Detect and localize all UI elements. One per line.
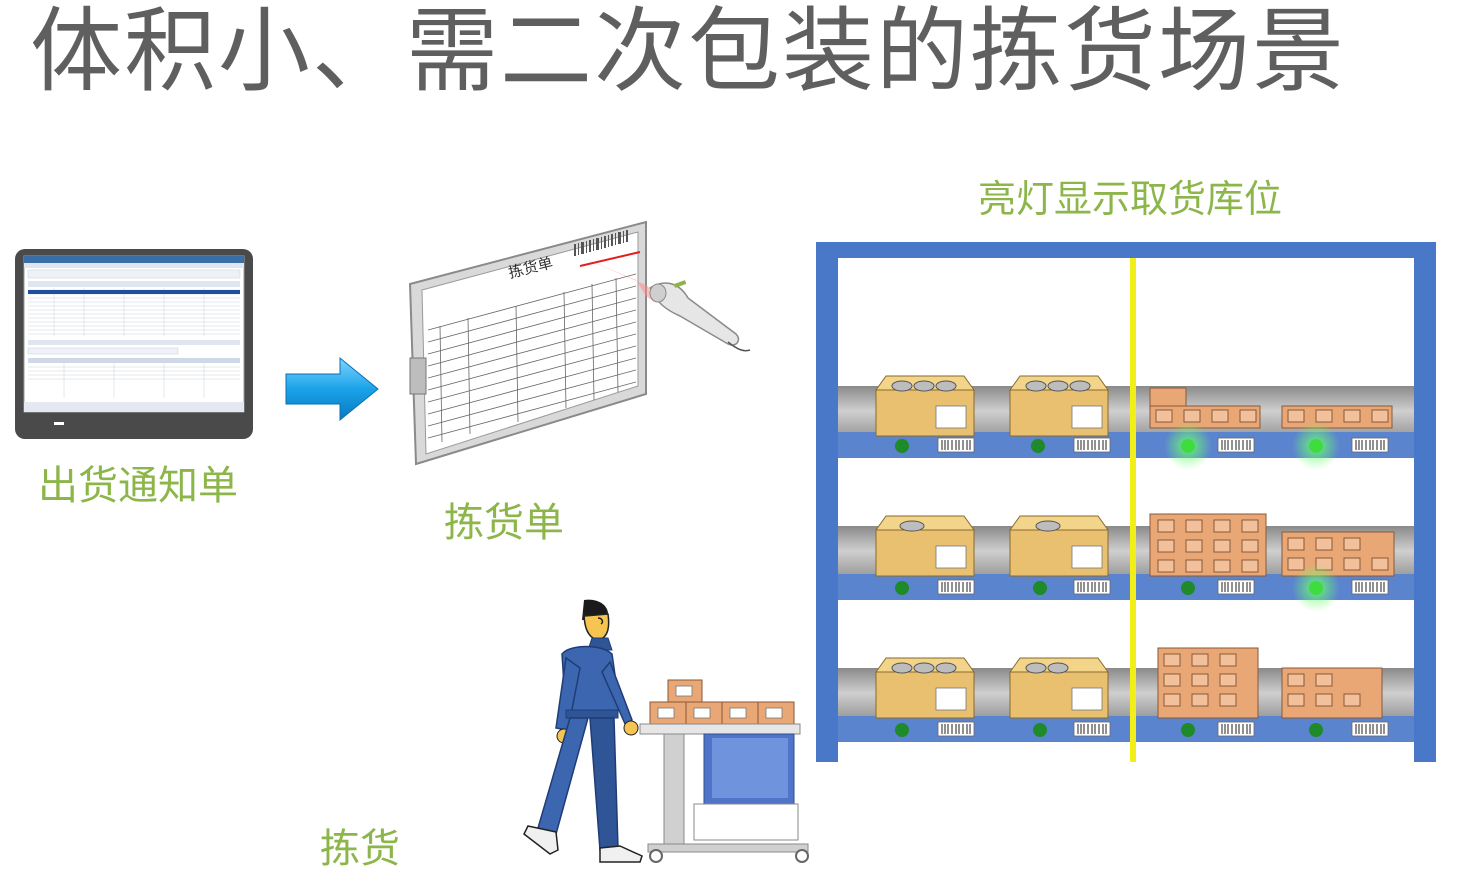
worker-icon bbox=[523, 599, 643, 863]
monitor-icon bbox=[15, 249, 253, 439]
pick-list-label: 拣货单 bbox=[444, 500, 564, 546]
page-title: 体积小、需二次包装的拣货场景 bbox=[30, 0, 1347, 105]
storage-rack-icon bbox=[816, 242, 1436, 762]
delivery-notice-label: 出货通知单 bbox=[38, 463, 238, 509]
pick-list-board-icon: 拣货单 bbox=[408, 220, 647, 466]
picking-cart-icon bbox=[639, 679, 809, 863]
arrow-right-icon bbox=[285, 356, 379, 422]
barcode-scanner-icon bbox=[584, 258, 751, 352]
light-location-label: 亮灯显示取货库位 bbox=[978, 177, 1283, 221]
picking-label: 拣货 bbox=[320, 826, 400, 872]
